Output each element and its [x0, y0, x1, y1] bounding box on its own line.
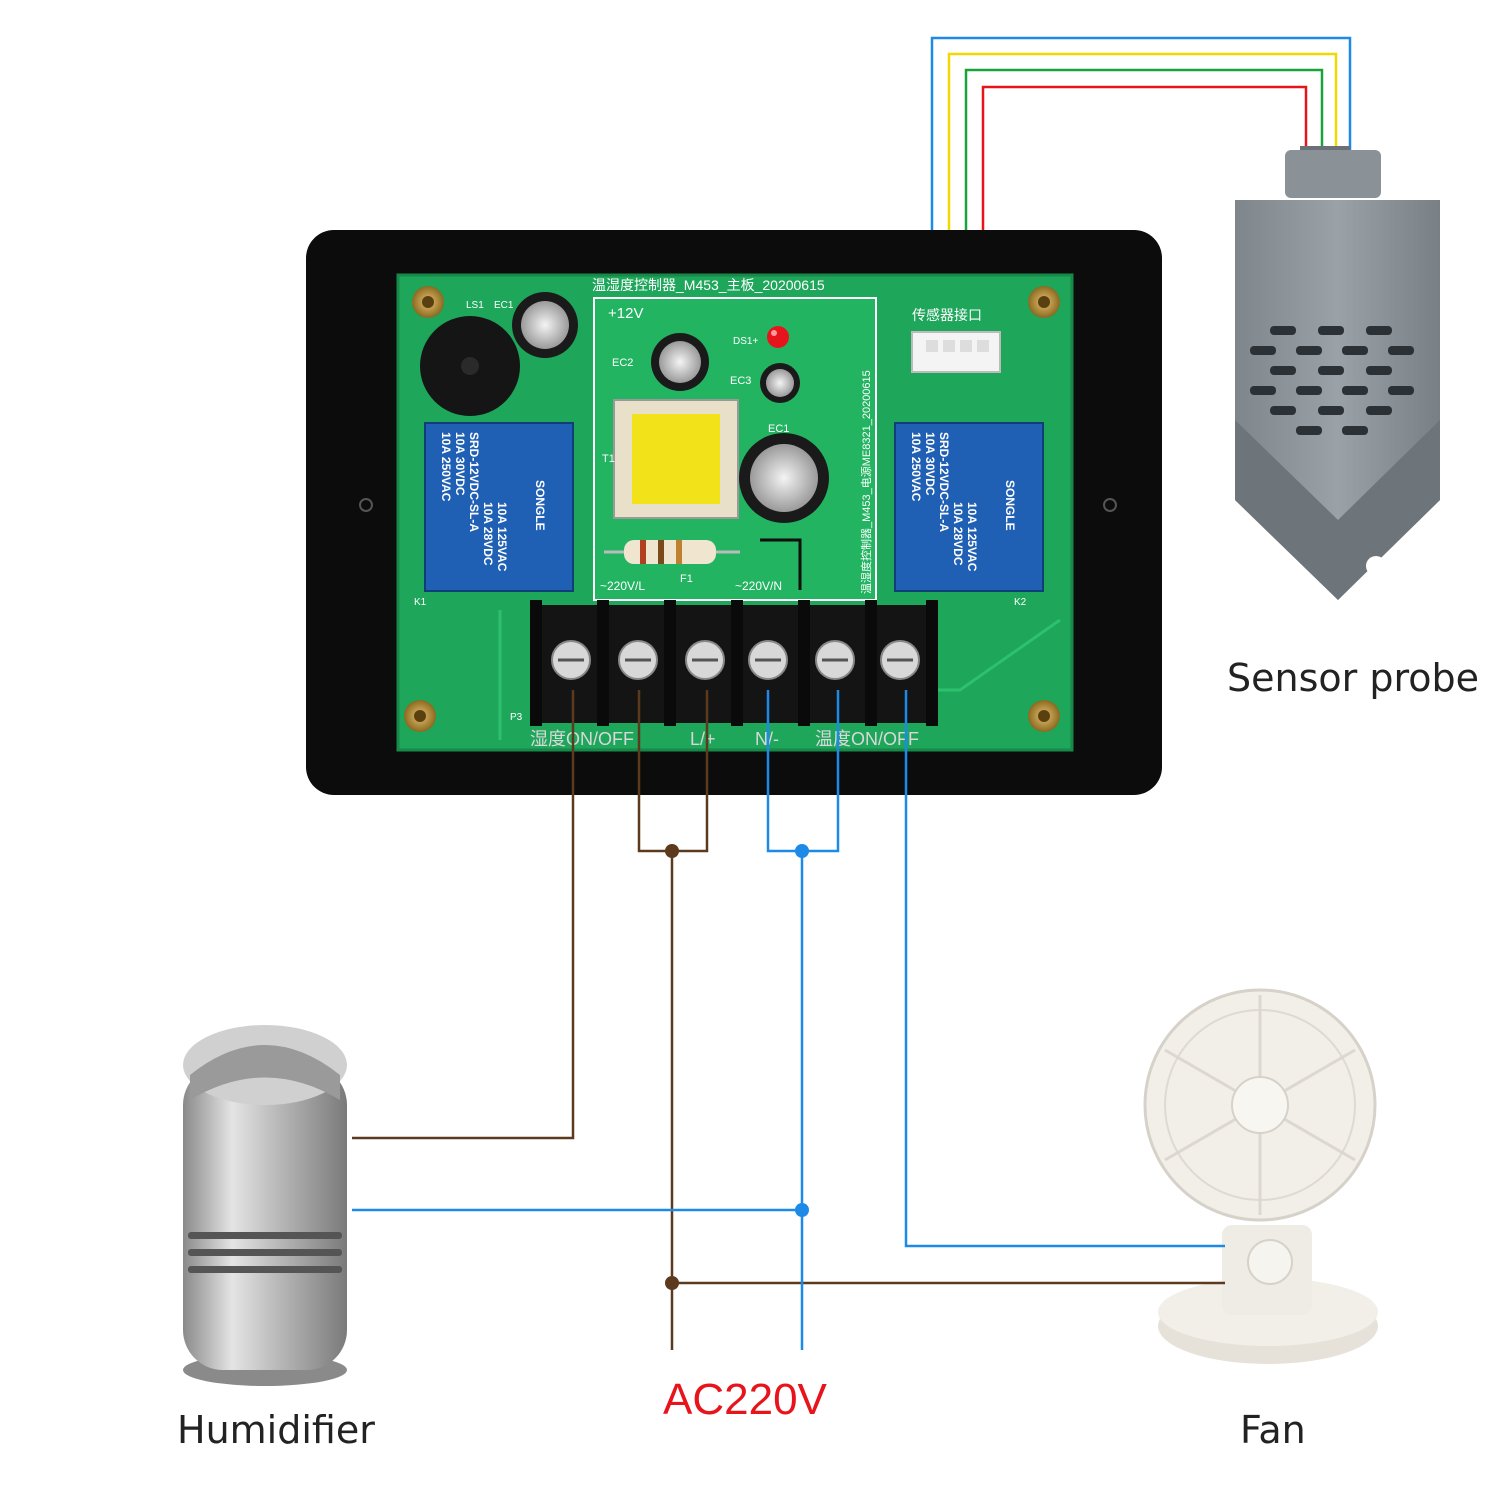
transformer-icon — [613, 399, 739, 519]
label-p3: P3 — [510, 712, 523, 723]
sensor-wire-red — [981, 85, 1308, 340]
sensor-connector — [911, 331, 1001, 373]
relay-k1-line1: 10A 250VAC — [439, 432, 453, 502]
junction-neutral-humidifier — [795, 1203, 809, 1217]
led-icon — [767, 326, 789, 348]
label-ls1: LS1 — [466, 300, 484, 311]
sensor-probe-icon — [1235, 146, 1440, 600]
terminal-labels: 湿度ON/OFF L/+ N/- 温度ON/OFF — [530, 729, 919, 749]
humidifier-label: Humidifier — [177, 1408, 375, 1452]
relay-k1-line2: 10A 30VDC — [453, 432, 467, 496]
label-t1: T1 — [602, 453, 615, 465]
terminal-screws — [551, 640, 920, 680]
relay-k1-text: 10A 250VAC 10A 30VDC SRD-12VDC-SL-A 10A … — [439, 432, 547, 572]
label-ds1: DS1+ — [733, 336, 758, 347]
humidifier-icon — [183, 1025, 347, 1386]
label-ec1b: EC1 — [768, 423, 789, 435]
label-ac-l: ~220V/L — [600, 579, 645, 593]
sensor-probe-label: Sensor probe — [1227, 656, 1479, 700]
label-ec3: EC3 — [730, 375, 751, 387]
sensor-wire-green — [964, 68, 1324, 340]
relay-k2-line1: 10A 250VAC — [909, 432, 923, 502]
relay-k2-brand: SONGLE — [1003, 480, 1017, 531]
relay-k1-brand: SONGLE — [533, 480, 547, 531]
relay-k2-text: 10A 250VAC 10A 30VDC SRD-12VDC-SL-A 10A … — [909, 432, 1017, 572]
terminal-humidity-label: 湿度ON/OFF — [530, 729, 634, 749]
label-12v: +12V — [608, 305, 643, 322]
fan-icon — [1143, 988, 1378, 1364]
relay-k2-line3: 10A 125VAC — [965, 502, 979, 572]
relay-k1 — [424, 422, 574, 592]
relay-k1-line3: 10A 125VAC — [495, 502, 509, 572]
label-ec2: EC2 — [612, 357, 633, 369]
terminal-temperature-label: 温度ON/OFF — [815, 729, 919, 749]
junction-live-fan — [665, 1276, 679, 1290]
relay-k1-line4: 10A 28VDC — [481, 502, 495, 566]
sensor-wires — [930, 36, 1352, 340]
junction-live-top — [665, 844, 679, 858]
junction-neutral-top — [795, 844, 809, 858]
screw-icon — [404, 286, 1060, 732]
buzzer-icon — [420, 316, 520, 416]
sensor-wire-blue — [930, 36, 1352, 340]
main-wiring — [352, 690, 1225, 1350]
terminal-live-label: L/+ — [690, 729, 716, 749]
wire-humidity-out — [352, 690, 575, 1140]
relay-k2-line2: 10A 30VDC — [923, 432, 937, 496]
pcb-labels: 温湿度控制器_M453_主板_20200615 +12V LS1 EC1 EC2… — [414, 277, 1027, 723]
capacitor-icon — [512, 292, 829, 523]
relay-icon — [424, 422, 1044, 592]
terminal-block — [530, 600, 938, 726]
label-f1: F1 — [680, 573, 693, 585]
wire-junctions — [665, 844, 809, 1290]
label-k1: K1 — [414, 597, 427, 608]
board-title: 温湿度控制器_M453_主板_20200615 — [592, 277, 825, 293]
fan-label: Fan — [1240, 1408, 1306, 1452]
ac-supply-label: AC220V — [663, 1375, 827, 1424]
board-side-text: 温湿度控制器_M453_电源ME8321_20200615 — [859, 370, 873, 594]
relay-k2 — [894, 422, 1044, 592]
relay-k1-model: SRD-12VDC-SL-A — [467, 432, 481, 532]
relay-k2-model: SRD-12VDC-SL-A — [937, 432, 951, 532]
sensor-port-label: 传感器接口 — [912, 307, 982, 323]
label-ec1: EC1 — [494, 300, 514, 311]
resistor-icon — [604, 540, 740, 564]
label-ac-n: ~220V/N — [735, 579, 782, 593]
label-k2: K2 — [1014, 597, 1027, 608]
wire-temperature-out — [904, 690, 1225, 1248]
relay-k2-line4: 10A 28VDC — [951, 502, 965, 566]
sensor-wire-yellow — [947, 52, 1338, 340]
